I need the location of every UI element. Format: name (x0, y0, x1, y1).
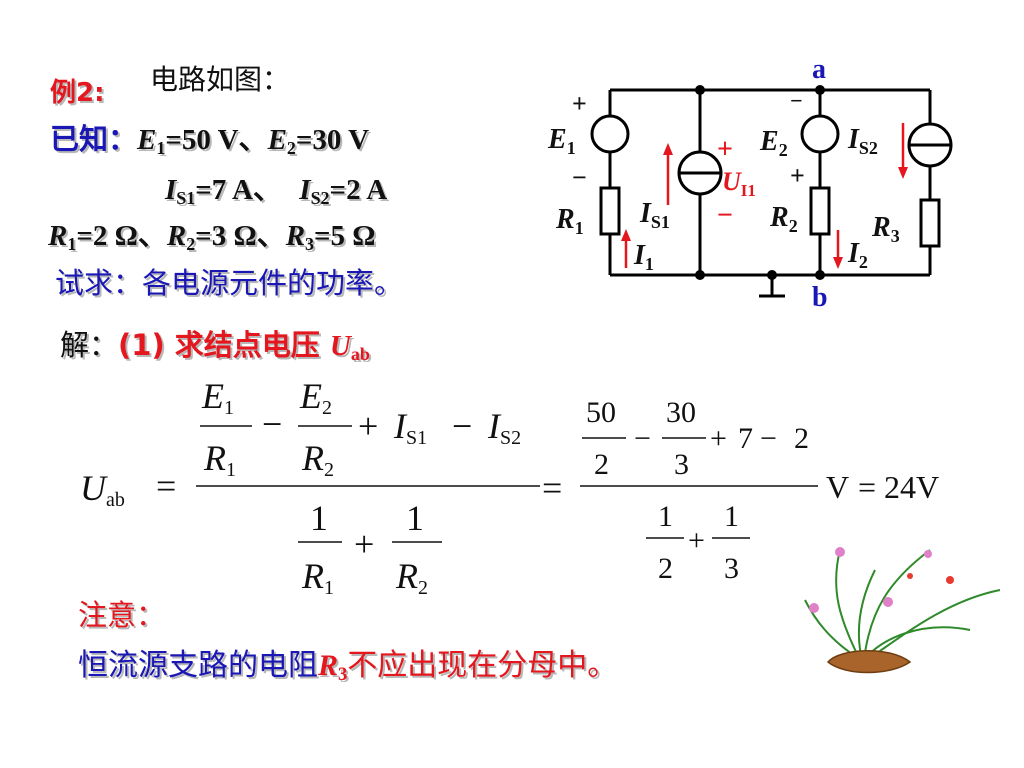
e1-label: E1 (547, 124, 576, 158)
is1-term: IS1 (393, 406, 427, 449)
uab-subscript: ab (350, 344, 370, 365)
e2-plus-label: + (790, 161, 805, 190)
separator: 、 (252, 172, 293, 206)
numeral: 3 (674, 448, 689, 481)
node-b-dot (815, 270, 825, 280)
equals-sign: = (156, 466, 176, 506)
node-b-label: b (812, 282, 828, 313)
numeral: 3 (724, 552, 739, 585)
question-text: 试求：各电源元件的功率。 (55, 266, 404, 300)
unit-v: V (826, 469, 849, 505)
r1-term: R1 (203, 438, 236, 481)
r2-term: R2 (301, 438, 334, 481)
plus-op: + (358, 406, 378, 446)
i1-label: I1 (633, 240, 654, 274)
circuit-diagram: a b + − − + + − E1 E2 IS2 UI1 IS1 R1 R2 … (547, 54, 953, 313)
e1-term: E1 (201, 376, 234, 419)
equals-sign: = (542, 468, 562, 508)
r2-symbol: R (166, 220, 187, 252)
known-label: 已知： (50, 122, 138, 156)
is1-subscript: S1 (176, 188, 196, 209)
r3-label: R3 (871, 212, 900, 246)
minus-op: − (634, 422, 651, 455)
r3-symbol: R (285, 220, 306, 252)
note-r3-symbol: R (318, 649, 339, 682)
example-label: 例2: (50, 78, 105, 108)
r1-term: R1 (301, 556, 334, 599)
result-value: = 24V (858, 469, 939, 505)
e2-value: =30 V (295, 124, 370, 156)
uab-symbol: Uab (80, 468, 125, 511)
r2-label: R2 (769, 202, 798, 236)
numeral: 1 (310, 498, 328, 538)
e2-symbol: E2 (267, 124, 296, 159)
node-voltage-formula: Uab = E1 R1 − E2 R2 + IS1 − IS2 1 R1 + 1… (80, 376, 939, 599)
r2-value: =3 Ω (195, 220, 257, 252)
e1-value: =50 V (165, 124, 239, 156)
e1-minus-label: − (572, 163, 587, 192)
e2-term: E2 (299, 376, 332, 419)
r2-term: R2 (395, 556, 428, 599)
r1-label: R1 (555, 204, 584, 238)
is2-term: IS2 (487, 406, 521, 449)
u-i1-label: UI1 (722, 167, 756, 200)
uab-symbol: U (329, 330, 351, 362)
minus-op: − (760, 422, 777, 455)
solution-line: 解：(1) 求结点电压 Uab (60, 322, 370, 365)
known-line-2: IS1=7 A、 IS2=2 A (165, 166, 387, 209)
u-minus-label: − (717, 200, 733, 231)
is2-label: IS2 (847, 124, 878, 158)
is2-symbol: I (299, 174, 311, 206)
separator: 、 (238, 122, 268, 156)
r3-value: =5 Ω (314, 220, 376, 252)
node-a-dot (815, 85, 825, 95)
numeral: 50 (586, 396, 616, 429)
u-plus-label: + (717, 134, 733, 165)
e1-plus-label: + (572, 89, 587, 118)
is2-subscript: S2 (310, 188, 330, 209)
plus-op: + (354, 524, 374, 564)
numeral: 30 (666, 396, 696, 429)
junction-node (695, 270, 705, 280)
e2-label: E2 (759, 126, 788, 160)
orchid-decoration (804, 547, 1001, 674)
note-text: 恒流源支路的电阻R3不应出现在分母中。 (78, 640, 617, 686)
junction-node (695, 85, 705, 95)
numeral: 7 (738, 422, 753, 455)
solution-label: 解： (60, 328, 119, 362)
note-label: 注意： (78, 598, 166, 632)
e2-minus-label: − (790, 88, 803, 113)
plus-op: + (688, 524, 705, 557)
solution-step: (1) 求结点电压 (118, 328, 330, 362)
numeral: 2 (658, 552, 673, 585)
is1-label: IS1 (639, 198, 670, 232)
numeral: 1 (658, 500, 673, 533)
plus-op: + (710, 422, 727, 455)
known-line-1: 已知：E1=50 V、E2=30 V (50, 116, 369, 159)
is1-value: =7 A (195, 174, 253, 206)
is2-value: =2 A (329, 174, 388, 206)
note-text-before: 恒流源支路的电阻 (78, 648, 318, 683)
r1-symbol: R (48, 220, 68, 252)
known-line-3: R1=2 Ω、R2=3 Ω、R3=5 Ω (48, 218, 376, 255)
numeral: 1 (724, 500, 739, 533)
is1-symbol: I (165, 174, 177, 206)
r1-value: =2 Ω (76, 220, 138, 252)
minus-op: − (262, 404, 282, 444)
circuit-intro: 电路如图： (150, 63, 291, 96)
note-r3-subscript: 3 (338, 664, 348, 686)
ground-node (767, 270, 777, 280)
i2-label: I2 (847, 238, 868, 272)
numeral: 2 (794, 422, 809, 455)
minus-op: − (452, 406, 472, 446)
numeral: 2 (594, 448, 609, 481)
note-text-after: 不应出现在分母中。 (347, 648, 618, 683)
e1-symbol: E1 (137, 124, 166, 159)
numeral: 1 (406, 498, 424, 538)
node-a-label: a (812, 54, 826, 85)
